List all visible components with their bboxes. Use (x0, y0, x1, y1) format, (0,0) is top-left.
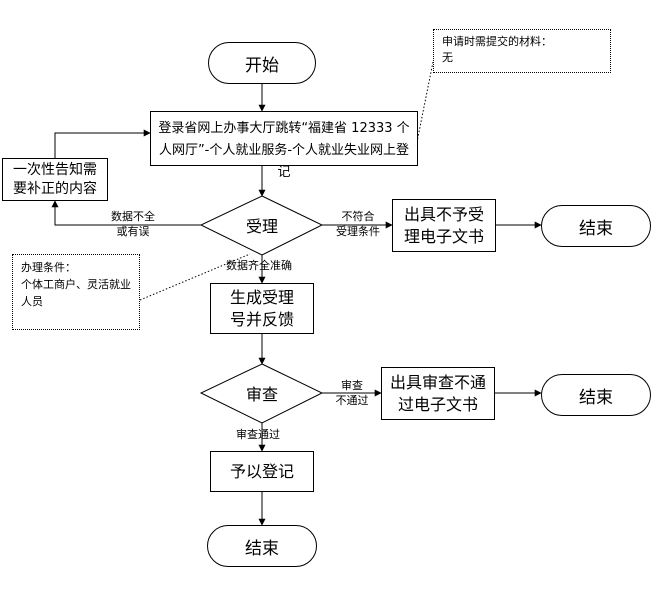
review-diamond-shape (199, 363, 324, 424)
materials-title: 申请时需提交的材料： (442, 35, 552, 48)
reject-doc-node: 出具不予受理电子文书 (392, 199, 496, 252)
review-decision-label: 审查 (245, 385, 278, 404)
conditions-title: 办理条件： (21, 261, 76, 274)
materials-note: 申请时需提交的材料： 无 (433, 29, 611, 73)
edge-label-incomplete-line1: 数据不全 (111, 210, 155, 223)
edge-accept-notify (51, 200, 201, 226)
register-label: 予以登记 (229, 461, 294, 481)
conditions-callout-line (139, 253, 251, 301)
end-reject-node: 结束 (541, 205, 651, 247)
end-review-node: 结束 (541, 374, 651, 416)
review-fail-doc-node: 出具审查不通过电子文书 (381, 367, 495, 420)
edge-label-not-meet-line1: 不符合 (341, 210, 375, 223)
end-reject-label: 结束 (579, 218, 613, 239)
accept-diamond-shape (199, 195, 324, 256)
materials-value: 无 (442, 51, 453, 64)
conditions-note: 办理条件： 个体工商户、灵活就业人员 (12, 254, 140, 330)
notify-node: 一次性告知需要补正的内容 (2, 158, 108, 201)
login-step-node: 登录省网上办事大厅跳转“福建省 12333 个人网厅”-个人就业服务-个人就业失… (150, 111, 418, 180)
end-final-node: 结束 (207, 525, 317, 567)
edge-label-complete: 数据齐全准确 (226, 258, 292, 273)
accept-decision-node: 受理 (212, 210, 312, 240)
edge-label-review-fail-line1: 审查 (341, 379, 363, 392)
generate-number-label: 生成受理号并反馈 (229, 287, 294, 329)
start-label: 开始 (245, 55, 279, 76)
conditions-value: 个体工商户、灵活就业人员 (21, 278, 131, 308)
register-node: 予以登记 (210, 451, 314, 492)
review-decision-node: 审查 (212, 378, 312, 408)
edge-label-complete-text: 数据齐全准确 (226, 259, 292, 272)
edge-label-incomplete: 数据不全 或有误 (100, 209, 166, 239)
end-review-label: 结束 (579, 387, 613, 408)
review-fail-doc-label: 出具审查不通过电子文书 (390, 372, 487, 414)
notify-label: 一次性告知需要补正的内容 (13, 161, 97, 197)
edge-label-review-pass: 审查通过 (236, 427, 280, 442)
edge-label-incomplete-line2: 或有误 (116, 225, 150, 238)
edge-label-not-meet-line2: 受理条件 (336, 225, 380, 238)
edge-notify-login (54, 129, 151, 158)
login-step-label: 登录省网上办事大厅跳转“福建省 12333 个人网厅”-个人就业服务-个人就业失… (158, 121, 410, 180)
accept-decision-label: 受理 (245, 217, 278, 236)
generate-number-node: 生成受理号并反馈 (210, 283, 314, 334)
edge-label-review-pass-text: 审查通过 (236, 428, 280, 441)
materials-callout-line (415, 61, 434, 148)
edge-label-not-meet: 不符合 受理条件 (328, 209, 388, 239)
reject-doc-label: 出具不予受理电子文书 (403, 204, 484, 246)
edge-label-review-fail-line2: 不通过 (335, 394, 369, 407)
edge-label-review-fail: 审查 不通过 (326, 378, 378, 408)
end-final-label: 结束 (245, 538, 279, 559)
start-node: 开始 (208, 42, 316, 84)
